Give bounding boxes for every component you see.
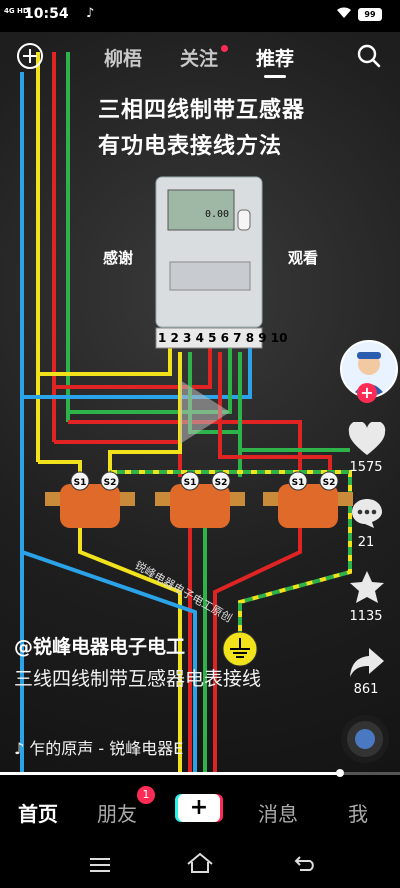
video-description: 三线四线制带互感器电表接线 [14, 668, 262, 690]
current-transformers [45, 484, 353, 528]
tiktok-notify-icon: ♪ [86, 6, 95, 21]
video-player[interactable]: 0.00 1 2 3 4 5 6 7 8 9 10 S1 S2 S1 S2 S1 S2 [0, 32, 400, 772]
video-label-watch: 观看 [288, 249, 319, 267]
svg-text:S1: S1 [74, 478, 87, 488]
follow-plus-button[interactable]: + [357, 383, 377, 403]
back-icon[interactable] [294, 855, 316, 875]
progress-fill [0, 772, 340, 775]
music-disc-icon[interactable] [341, 715, 389, 763]
like-heart-icon[interactable] [348, 420, 386, 460]
nav-home[interactable]: 首页 [18, 802, 58, 826]
nav-me[interactable]: 我 [348, 802, 368, 826]
share-count: 861 [353, 682, 379, 697]
battery-indicator: 99 [358, 8, 382, 21]
following-dot [221, 45, 228, 52]
svg-text:S2: S2 [323, 478, 336, 488]
share-arrow-icon[interactable] [349, 646, 385, 682]
nav-friends[interactable]: 朋友 [97, 802, 137, 826]
svg-text:S1: S1 [184, 478, 197, 488]
tab-liuwu[interactable]: 柳梧 [104, 48, 143, 70]
meter-terminals: 1 2 3 4 5 6 7 8 9 10 [158, 331, 287, 345]
electric-meter: 0.00 1 2 3 4 5 6 7 8 9 10 [155, 176, 287, 349]
video-label-thanks: 感谢 [103, 249, 134, 267]
status-bar: 4G HD 10:54 ♪ 99 [0, 0, 400, 30]
friends-badge: 1 [137, 786, 155, 804]
home-icon[interactable] [186, 852, 214, 878]
svg-text:0.00: 0.00 [205, 209, 229, 220]
ground-symbol [222, 631, 258, 667]
svg-text:S2: S2 [104, 478, 117, 488]
nav-messages[interactable]: 消息 [258, 802, 298, 826]
author-name[interactable]: @锐峰电器电子电工 [14, 636, 186, 658]
svg-text:S1: S1 [292, 478, 305, 488]
video-title-line2: 有功电表接线方法 [98, 134, 283, 159]
comment-count: 21 [357, 535, 375, 550]
wifi-icon [336, 6, 352, 23]
bottom-nav: 首页 朋友 1 + 消息 我 [0, 780, 400, 840]
menu-icon[interactable] [90, 857, 110, 876]
status-time: 10:54 [24, 6, 69, 22]
video-title-line1: 三相四线制带互感器 [98, 98, 306, 123]
create-button[interactable]: + [178, 794, 220, 822]
like-count: 1575 [349, 460, 383, 475]
wiring-diagram: 0.00 1 2 3 4 5 6 7 8 9 10 S1 S2 S1 S2 S1 S2 [20, 52, 353, 772]
play-overlay-icon [180, 380, 230, 444]
tab-recommended[interactable]: 推荐 [256, 44, 294, 78]
network-indicator: 4G HD [4, 7, 29, 15]
svg-text:S2: S2 [215, 478, 228, 488]
system-nav [0, 840, 400, 888]
comment-icon[interactable] [350, 497, 384, 529]
progress-handle[interactable] [336, 769, 344, 777]
tab-following[interactable]: 关注 [180, 48, 219, 70]
search-icon[interactable] [357, 44, 381, 72]
favorite-star-icon[interactable] [349, 570, 385, 608]
favorite-count: 1135 [349, 609, 383, 624]
add-circle-icon[interactable] [17, 43, 43, 69]
top-nav: 柳梧 关注 推荐 [0, 36, 400, 78]
music-title[interactable]: ♪ 乍的原声 - 锐峰电器E [14, 739, 184, 758]
